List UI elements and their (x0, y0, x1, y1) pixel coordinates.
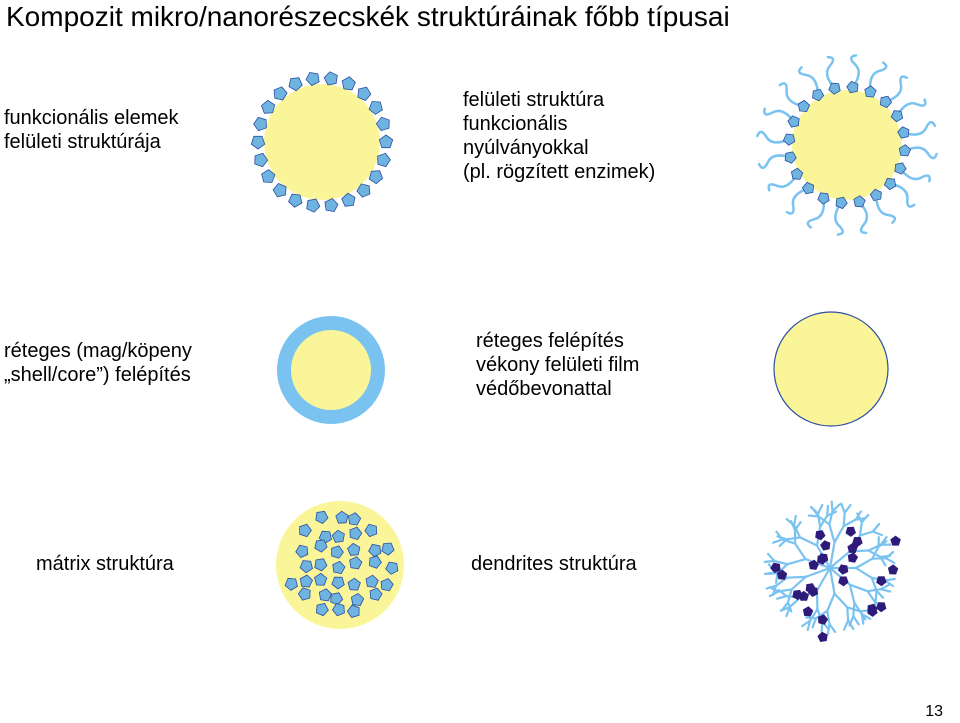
dendrite-pentagon (838, 564, 848, 574)
dendrite-branch (885, 579, 895, 580)
dendrite-branch (827, 611, 829, 624)
dendrite-branch (773, 539, 782, 542)
dendrite-branch (788, 559, 806, 564)
dendrite-branch (844, 513, 845, 526)
dendrite-branch (800, 537, 817, 545)
dendrite-branch (818, 505, 822, 514)
dendrite-branch (778, 537, 787, 540)
particle-dendritic (765, 502, 901, 642)
dendrite-branch (868, 591, 876, 602)
dendrite-branch (850, 585, 854, 603)
dendrite-branch (845, 505, 851, 513)
dendrite-branch (853, 616, 858, 624)
dendrite-pentagon (846, 527, 857, 537)
dendrite-branch (765, 561, 775, 562)
dendrite-branch (833, 505, 840, 512)
dendrite-branch (850, 585, 868, 592)
dendrite-pentagon (817, 632, 827, 642)
dendrite-branch (873, 524, 879, 532)
dendrite-branch (787, 519, 794, 525)
dendrite-branch (809, 516, 819, 517)
surface-pentagon (251, 136, 264, 149)
dendrite-branch (777, 596, 786, 599)
surface-pentagon (342, 77, 355, 90)
dendrite-branch (860, 522, 862, 535)
dendrite-branch (841, 504, 845, 513)
dendrite-branch (813, 618, 816, 627)
surface-pentagon (261, 100, 274, 113)
surface-pentagon (818, 193, 829, 204)
dendrite-pentagon (890, 536, 901, 546)
surface-pentagon (379, 135, 392, 148)
dendrite-branch (856, 568, 872, 578)
page-number: 13 (925, 703, 943, 721)
dendrite-pentagon (888, 564, 898, 574)
dendrite-branch (792, 577, 806, 590)
dendrite-pentagon (876, 576, 886, 586)
core-circle (264, 84, 380, 200)
dendrite-branch (827, 594, 834, 611)
dendrite-branch (886, 558, 895, 563)
dendrite-branch (795, 544, 806, 560)
surface-pentagon (306, 72, 319, 85)
dendrite-branch (794, 516, 796, 526)
dendrite-branch (877, 591, 884, 598)
dendrite-branch (847, 607, 848, 620)
film-coated-core (774, 312, 888, 426)
surface-pentagon (324, 72, 337, 85)
surface-pentagon (254, 117, 267, 130)
particle-matrix (276, 501, 404, 629)
dendrite-branch (860, 532, 873, 536)
dendrite-branch (768, 573, 778, 574)
core-circle (291, 330, 371, 410)
dendrite-branch (835, 526, 844, 542)
dendrite-branch (844, 621, 848, 630)
surface-pentagon (289, 194, 302, 207)
particle-surface-elements (251, 72, 392, 212)
dendrite-pentagon (815, 530, 825, 540)
dendrite-branch (778, 589, 791, 591)
dendrite-branch (832, 502, 833, 512)
dendrite-branch (872, 578, 877, 591)
dendrite-pentagon (820, 540, 830, 550)
dendrite-branch (872, 558, 885, 559)
surface-pentagon (865, 86, 876, 97)
surface-pentagon (378, 153, 391, 166)
surface-pentagon (369, 171, 382, 184)
dendrite-pentagon (838, 576, 848, 586)
particle-thin-film (774, 312, 888, 426)
dendrite-branch (787, 537, 800, 539)
dendrite-branch (776, 573, 777, 583)
dendrite-branch (844, 520, 856, 526)
dendrite-branch (768, 554, 774, 561)
dendrite-branch (827, 506, 828, 516)
dendrite-branch (787, 577, 806, 578)
dendrite-branch (881, 556, 891, 557)
surface-pentagon (307, 199, 320, 212)
dendrite-branch (829, 524, 834, 542)
dendrite-branch (830, 624, 836, 632)
dendrite-pentagon (848, 552, 858, 562)
surface-pentagon (325, 199, 338, 212)
dendrite-branch (868, 589, 881, 591)
dendrite-branch (856, 559, 872, 568)
particle-appendages (757, 55, 936, 234)
dendrite-pentagon (803, 606, 813, 616)
particle-core-shell (277, 316, 385, 424)
dendrite-branch (873, 532, 882, 536)
dendrite-branch (835, 594, 848, 608)
